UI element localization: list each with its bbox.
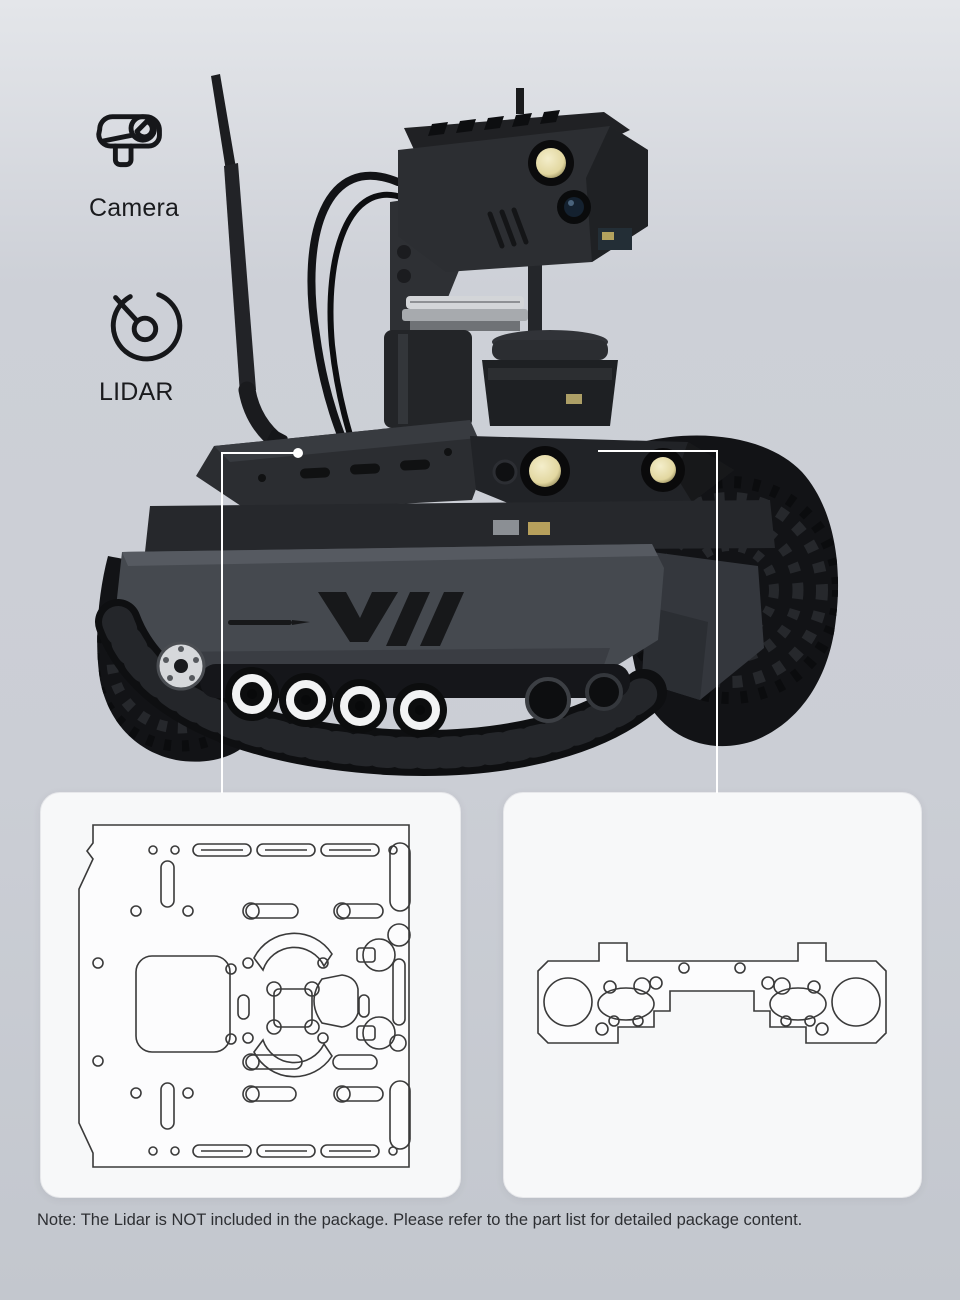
sprocket-wheel xyxy=(156,641,206,691)
cctv-camera-icon xyxy=(96,114,162,168)
chassis-top-plate-drawing xyxy=(78,824,411,1168)
bottom-track xyxy=(95,599,667,776)
camera-label: Camera xyxy=(89,194,180,222)
callout-anchor-dot xyxy=(293,448,303,458)
chassis-body xyxy=(114,544,764,700)
lidar-label: LIDAR xyxy=(99,378,174,406)
callout-line-right-horizontal xyxy=(598,450,718,452)
top-rail-plate xyxy=(196,420,486,512)
callout-line-left-horizontal xyxy=(221,452,298,454)
front-bracket-plate-drawing xyxy=(537,942,887,1044)
callout-line-left-vertical xyxy=(221,452,223,793)
front-sensor-bar xyxy=(470,436,734,508)
brand-logo-cutout xyxy=(228,592,464,646)
right-diagram-panel xyxy=(503,792,922,1198)
pan-tilt-base xyxy=(384,296,528,428)
package-note: Note: The Lidar is NOT included in the p… xyxy=(37,1211,803,1229)
mid-deck xyxy=(145,500,775,552)
road-wheels xyxy=(156,641,630,737)
camera-head xyxy=(398,88,648,272)
lidar-icon xyxy=(110,292,183,362)
left-diagram-panel xyxy=(40,792,461,1198)
antenna xyxy=(211,74,289,453)
lidar-unit xyxy=(482,330,618,426)
callout-line-right-vertical xyxy=(716,450,718,793)
robot-illustration xyxy=(95,74,839,776)
